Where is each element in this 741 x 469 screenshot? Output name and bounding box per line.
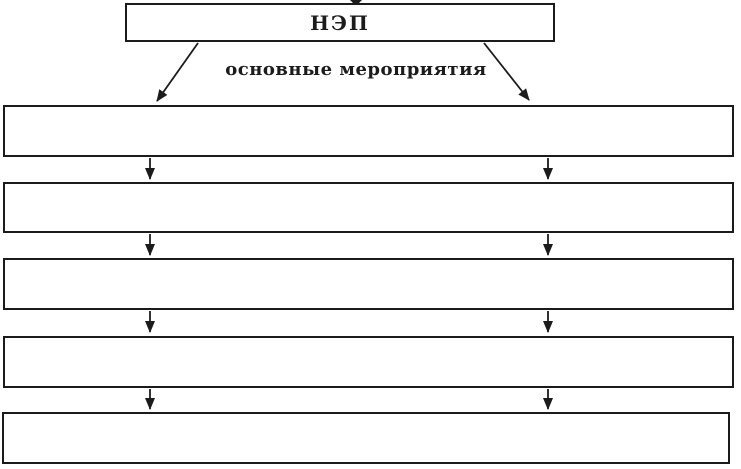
nep-title-box: НЭП: [125, 3, 555, 42]
measure-box-1: [3, 105, 734, 157]
nep-title-label: НЭП: [310, 10, 370, 35]
measure-box-3: [3, 258, 734, 310]
measure-box-2: [3, 182, 734, 233]
measure-box-5: [2, 412, 730, 464]
connector-label: основные мероприятия: [225, 59, 487, 80]
measure-box-4: [3, 336, 734, 388]
